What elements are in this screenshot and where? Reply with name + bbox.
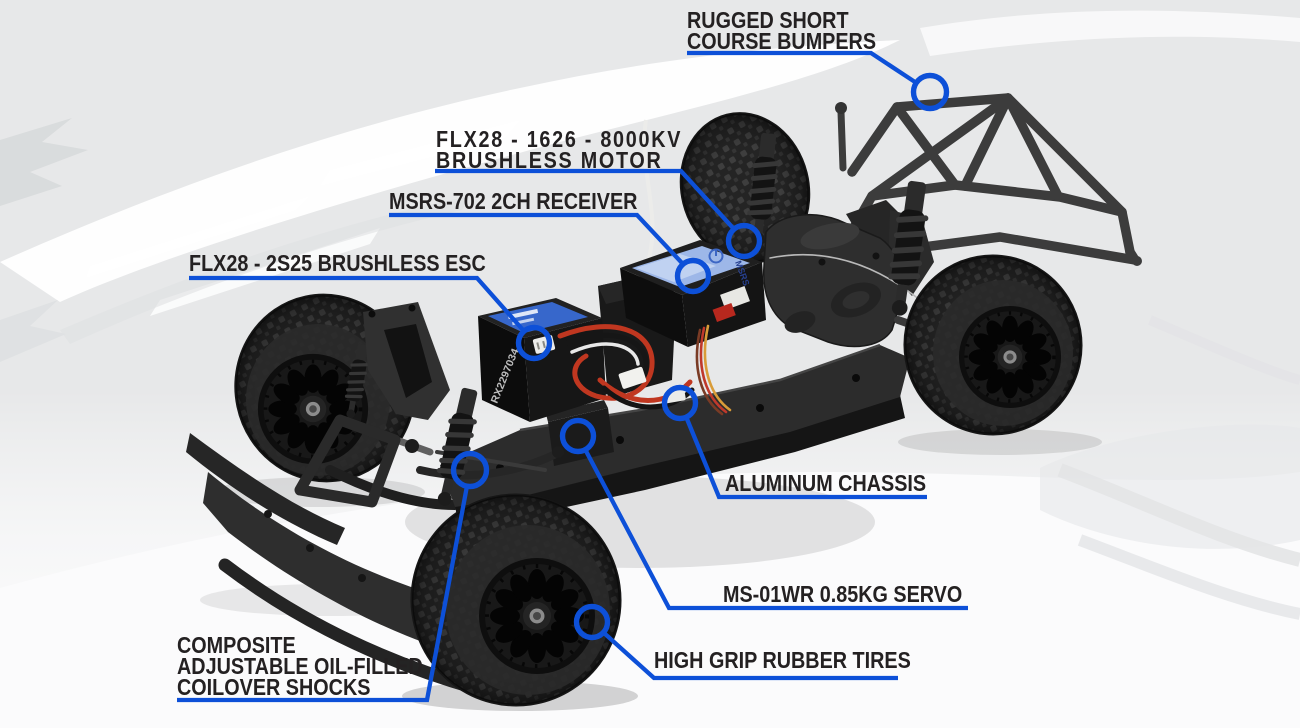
jst-connector <box>618 366 686 404</box>
callout-shocks-line <box>177 485 470 703</box>
label-tires: HIGH GRIP RUBBER TIRES <box>654 647 911 673</box>
callout-esc-ring <box>515 324 553 362</box>
antenna-tube <box>642 119 655 263</box>
callout-tires-ring <box>573 603 611 641</box>
label-line: FLX28 - 1626 - 8000KV <box>436 126 683 152</box>
callout-bumpers-line <box>687 50 917 84</box>
steering-servo <box>546 400 614 466</box>
label-servo: MS-01WR 0.85KG SERVO <box>723 581 963 607</box>
callout-motor-ring <box>725 222 763 260</box>
rear-near-tire <box>903 254 1083 436</box>
label-esc: FLX28 - 2S25 BRUSHLESS ESC <box>189 250 486 276</box>
callout-chassis-line <box>685 418 927 500</box>
callout-receiver-ring <box>674 257 712 295</box>
label-line: RUGGED SHORT <box>687 7 849 33</box>
receiver-port <box>720 286 750 310</box>
receiver: MSRS <box>620 119 766 347</box>
esc: RX2297034 <box>478 298 606 422</box>
label-receiver: MSRS-702 2CH RECEIVER <box>389 188 638 214</box>
callout-shocks-ring <box>450 450 490 490</box>
callout-chassis-ring <box>661 384 699 422</box>
callout-receiver-line <box>389 212 684 265</box>
label-line: MSRS-702 2CH RECEIVER <box>389 188 638 214</box>
callout-lines <box>177 50 968 703</box>
callout-motor-line <box>435 168 735 230</box>
label-motor: FLX28 - 1626 - 8000KV BRUSHLESS MOTOR <box>436 126 683 173</box>
label-line: COILOVER SHOCKS <box>177 674 371 700</box>
label-line: FLX28 - 2S25 BRUSHLESS ESC <box>189 250 486 276</box>
callout-tires-line <box>602 631 898 681</box>
label-line: ALUMINUM CHASSIS <box>725 470 927 496</box>
label-bumpers: RUGGED SHORT COURSE BUMPERS <box>687 7 877 54</box>
label-line: MS-01WR 0.85KG SERVO <box>723 581 963 607</box>
label-line: ADJUSTABLE OIL-FILLED <box>177 653 423 679</box>
wiring <box>557 253 921 416</box>
callout-servo-line <box>584 449 968 611</box>
label-chassis: ALUMINUM CHASSIS <box>725 470 927 496</box>
front-suspension <box>294 414 564 508</box>
label-line: HIGH GRIP RUBBER TIRES <box>654 647 911 673</box>
label-shocks: COMPOSITE ADJUSTABLE OIL-FILLED COILOVER… <box>177 632 423 700</box>
callout-servo-ring <box>559 417 597 455</box>
label-line: COMPOSITE <box>177 632 296 658</box>
callout-bumpers-ring <box>910 72 950 112</box>
label-line: COURSE BUMPERS <box>687 28 877 54</box>
esc-label <box>488 302 588 333</box>
front-bumper <box>186 433 482 695</box>
front-near-tire <box>410 493 622 707</box>
callout-esc-line <box>189 275 525 332</box>
label-line: BRUSHLESS MOTOR <box>436 147 663 173</box>
